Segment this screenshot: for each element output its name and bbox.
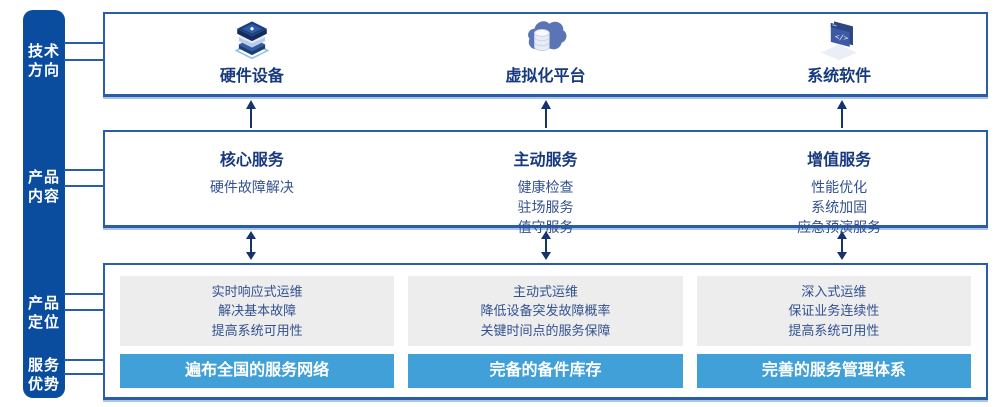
positioning-point: 保证业务连续性 <box>788 303 880 319</box>
content-title: 增值服务 <box>807 152 872 169</box>
content-col-value-added-service: 增值服务 性能优化 系统加固 应急预演服务 <box>692 132 986 235</box>
positioning-point: 解决基本故障 <box>218 303 297 319</box>
pos-col-realtime: 实时响应式运维 解决基本故障 提高系统可用性 遍布全国的服务网络 <box>120 276 395 388</box>
tech-item-hardware: 硬件设备 <box>105 14 399 94</box>
up-arrow <box>837 100 847 128</box>
code-window-icon: </> <box>821 21 858 60</box>
connector-line <box>64 42 104 44</box>
positioning-point: 提高系统可用性 <box>788 322 880 338</box>
double-arrow <box>246 231 256 260</box>
positioning-point: 降低设备突发故障概率 <box>480 303 611 319</box>
double-arrow <box>541 231 551 260</box>
advantage-bar: 遍布全国的服务网络 <box>120 354 395 388</box>
sidebar-label-tech-direction: 技术方向 <box>27 43 60 79</box>
pos-col-proactive: 主动式运维 降低设备突发故障概率 关键时间点的服务保障 完备的备件库存 <box>408 276 683 388</box>
content-title: 核心服务 <box>219 152 284 169</box>
content-item: 健康检查 <box>517 179 574 195</box>
content-col-core-service: 核心服务 硬件故障解决 <box>105 132 399 225</box>
connector-line <box>64 309 104 311</box>
tech-item-label: 虚拟化平台 <box>505 68 586 85</box>
positioning-point: 深入式运维 <box>801 283 867 299</box>
connector-line <box>64 185 104 187</box>
tech-item-virtualization: 虚拟化平台 <box>399 14 693 94</box>
pos-col-indepth: 深入式运维 保证业务连续性 提高系统可用性 完善的服务管理体系 <box>696 276 971 388</box>
connector-line <box>64 293 104 295</box>
positioning-box: 主动式运维 降低设备突发故障概率 关键时间点的服务保障 <box>408 276 683 346</box>
tech-direction-panel: 硬件设备 虚拟化平台 </> 系统软件 <box>103 12 988 97</box>
positioning-point: 关键时间点的服务保障 <box>480 322 611 338</box>
content-item: 系统加固 <box>811 199 868 215</box>
tech-item-label: 硬件设备 <box>219 68 284 85</box>
sidebar-label-service-advantage: 服务优势 <box>27 357 60 393</box>
double-arrow <box>837 231 847 260</box>
connector-line <box>64 59 104 61</box>
positioning-box: 深入式运维 保证业务连续性 提高系统可用性 <box>696 276 971 346</box>
category-sidebar: 技术方向 产品内容 产品定位 服务优势 <box>23 10 65 398</box>
positioning-panel: 实时响应式运维 解决基本故障 提高系统可用性 遍布全国的服务网络 主动式运维 降… <box>103 263 988 400</box>
positioning-box: 实时响应式运维 解决基本故障 提高系统可用性 <box>120 276 395 346</box>
content-item: 性能优化 <box>811 179 868 195</box>
product-content-panel: 核心服务 硬件故障解决 主动服务 健康检查 驻场服务 值守服务 增值服务 性能优… <box>103 130 988 235</box>
server-stack-icon <box>234 21 270 60</box>
connector-line <box>64 359 104 361</box>
tech-item-label: 系统软件 <box>807 68 872 85</box>
positioning-point: 主动式运维 <box>512 283 578 299</box>
advantage-bar: 完善的服务管理体系 <box>696 354 971 388</box>
content-item: 应急预演服务 <box>797 219 882 235</box>
sidebar-label-product-positioning: 产品定位 <box>27 295 60 331</box>
connector-line <box>64 373 104 375</box>
svg-text:</>: </> <box>834 32 849 43</box>
content-item: 驻场服务 <box>517 199 574 215</box>
content-item: 值守服务 <box>517 219 574 235</box>
up-arrow <box>541 100 551 128</box>
tech-item-system-software: </> 系统软件 <box>692 14 986 94</box>
positioning-point: 提高系统可用性 <box>211 322 303 338</box>
sidebar-label-product-content: 产品内容 <box>27 169 60 205</box>
connector-line <box>64 169 104 171</box>
positioning-point: 实时响应式运维 <box>211 283 303 299</box>
advantage-bar: 完备的备件库存 <box>408 354 683 388</box>
cloud-database-icon <box>527 21 566 52</box>
content-item: 硬件故障解决 <box>209 179 294 195</box>
up-arrow <box>246 100 256 128</box>
content-col-active-service: 主动服务 健康检查 驻场服务 值守服务 <box>399 132 693 235</box>
content-title: 主动服务 <box>513 152 578 169</box>
